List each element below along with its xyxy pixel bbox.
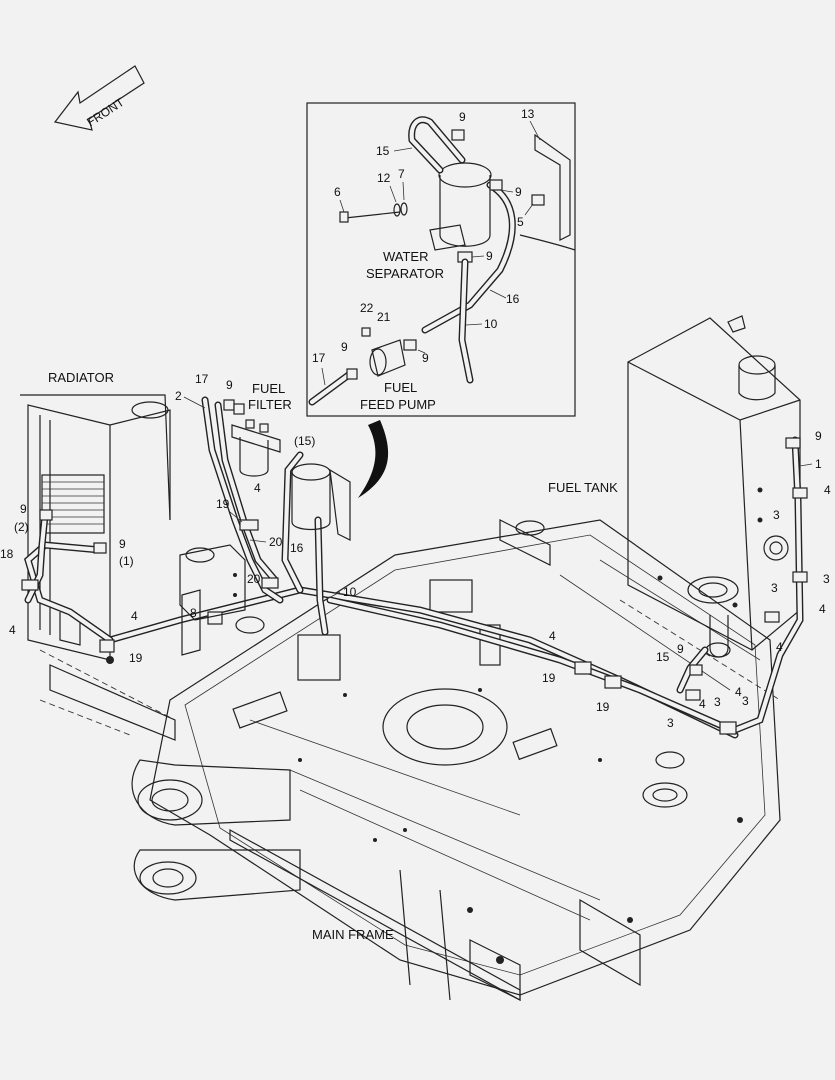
inset-pointer xyxy=(358,420,389,498)
fuel-tank xyxy=(627,315,801,658)
callout-9: 9 xyxy=(20,502,27,516)
water-separator-label-1: WATER xyxy=(383,249,429,264)
callout-9: 9 xyxy=(677,642,684,656)
callout-4: 4 xyxy=(819,602,826,616)
callout-4: 4 xyxy=(776,640,783,654)
callout-17: 17 xyxy=(312,351,326,365)
callout-3: 3 xyxy=(773,508,780,522)
callout-20: 20 xyxy=(269,535,283,549)
callout-13: 13 xyxy=(521,107,535,121)
fuel-filter-label-2: FILTER xyxy=(248,397,292,412)
callout-20: 20 xyxy=(247,572,261,586)
callout-9: 9 xyxy=(119,537,126,551)
callout-21: 21 xyxy=(377,310,391,324)
part-callouts: 13 9 15 7 12 6 9 5 9 16 10 22 21 9 9 17 … xyxy=(0,107,831,730)
callout-22: 22 xyxy=(360,301,374,315)
water-separator-installed xyxy=(291,463,351,541)
callout-3: 3 xyxy=(742,694,749,708)
callout-3: 3 xyxy=(771,581,778,595)
callout-3: 3 xyxy=(823,572,830,586)
callout-9: 9 xyxy=(815,429,822,443)
fuel-feed-pump xyxy=(346,327,417,380)
callout-6: 6 xyxy=(334,185,341,199)
fuel-hoses xyxy=(24,396,804,739)
callout-5: 5 xyxy=(517,215,524,229)
callout-16: 16 xyxy=(290,541,304,555)
callout-19: 19 xyxy=(216,497,230,511)
water-separator-label-2: SEPARATOR xyxy=(366,266,444,281)
callout-4: 4 xyxy=(9,623,16,637)
callout-4: 4 xyxy=(254,481,261,495)
feed-pump-label-1: FUEL xyxy=(384,380,417,395)
callout-3: 3 xyxy=(714,695,721,709)
callout-2: 2 xyxy=(175,389,182,403)
front-arrow: FRONT xyxy=(53,65,145,131)
callout-10: 10 xyxy=(343,585,357,599)
callout-4: 4 xyxy=(699,697,706,711)
callout-4: 4 xyxy=(735,685,742,699)
callout-3: 3 xyxy=(667,716,674,730)
callout-(2): (2) xyxy=(14,520,29,534)
callout-15: 15 xyxy=(656,650,670,664)
callout-4: 4 xyxy=(131,609,138,623)
callout-9: 9 xyxy=(226,378,233,392)
callout-9: 9 xyxy=(422,351,429,365)
callout-4: 4 xyxy=(824,483,831,497)
callout-(15): (15) xyxy=(294,434,315,448)
callout-19: 19 xyxy=(596,700,610,714)
main-frame xyxy=(39,519,781,1002)
front-label: FRONT xyxy=(84,95,127,130)
callout-15: 15 xyxy=(376,144,390,158)
callout-8: 8 xyxy=(190,606,197,620)
detail-inset xyxy=(306,102,576,417)
fuel-tank-label: FUEL TANK xyxy=(548,480,618,495)
fuel-tank-cap xyxy=(738,355,776,401)
callout-4: 4 xyxy=(549,629,556,643)
callout-19: 19 xyxy=(129,651,143,665)
fuel-filter xyxy=(223,399,281,477)
callout-19: 19 xyxy=(542,671,556,685)
fuel-filter-label-1: FUEL xyxy=(252,381,285,396)
callout-(1): (1) xyxy=(119,554,134,568)
callout-9: 9 xyxy=(515,185,522,199)
callout-9: 9 xyxy=(341,340,348,354)
hose-clamps xyxy=(21,437,808,735)
radiator xyxy=(20,394,171,664)
callout-10: 10 xyxy=(484,317,498,331)
callout-12: 12 xyxy=(377,171,391,185)
callout-17: 17 xyxy=(195,372,209,386)
callout-9: 9 xyxy=(486,249,493,263)
callout-16: 16 xyxy=(506,292,520,306)
callout-18: 18 xyxy=(0,547,14,561)
oil-cooler xyxy=(41,474,105,534)
callout-9: 9 xyxy=(459,110,466,124)
filter-bracket xyxy=(179,544,246,656)
main-frame-label: MAIN FRAME xyxy=(312,927,394,942)
labels: RADIATOR FUEL FILTER FUEL TANK MAIN FRAM… xyxy=(48,249,618,942)
callout-7: 7 xyxy=(398,167,405,181)
callout-1: 1 xyxy=(815,457,822,471)
radiator-label: RADIATOR xyxy=(48,370,114,385)
feed-pump-label-2: FEED PUMP xyxy=(360,397,436,412)
